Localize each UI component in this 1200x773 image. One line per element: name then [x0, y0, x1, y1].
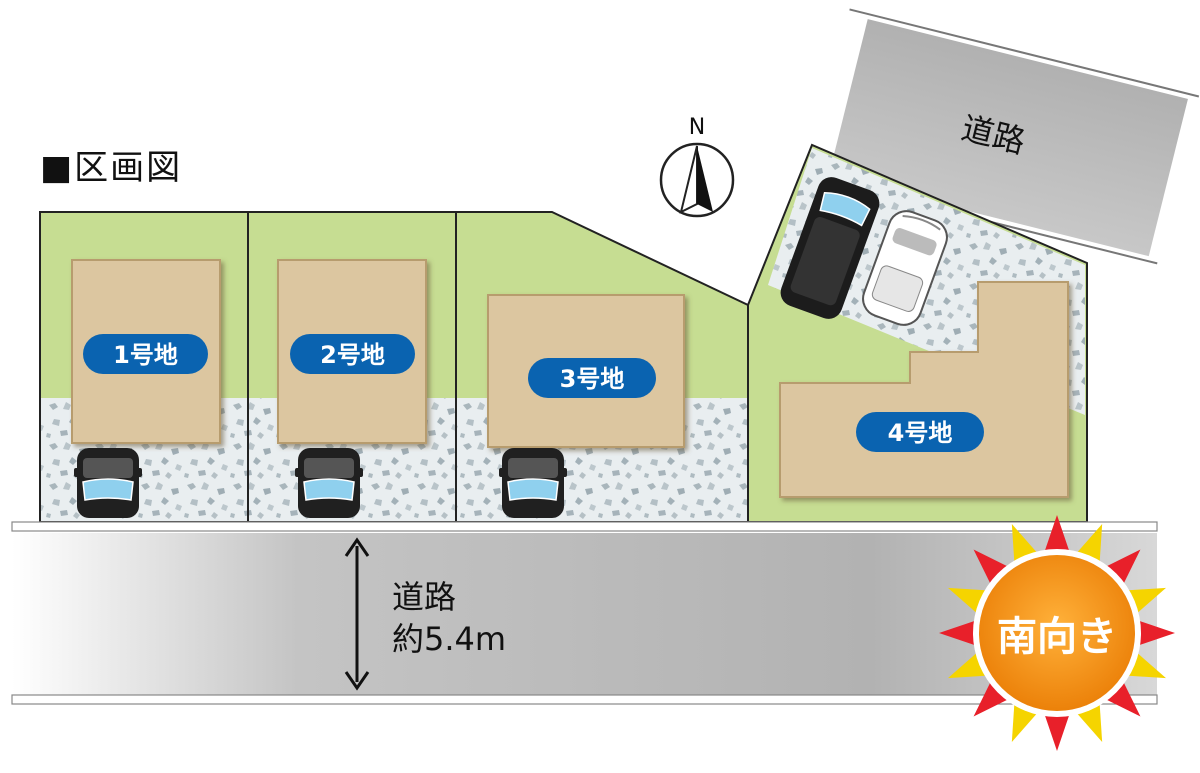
sun-badge-label: 南向き	[997, 614, 1117, 660]
sun-ray	[1043, 515, 1071, 555]
lot-2-badge: 2号地	[290, 334, 415, 374]
main-road-width: 約5.4m	[392, 620, 506, 658]
sun-ray	[1103, 549, 1141, 587]
car-icon	[499, 448, 567, 518]
main-road-label: 道路	[392, 578, 456, 616]
compass-label: N	[689, 115, 705, 140]
lot-3-label: 3号地	[560, 365, 625, 393]
car-icon	[780, 177, 880, 319]
lot-4-badge: 4号地	[856, 412, 984, 452]
sun-badge: 南向き	[939, 515, 1175, 751]
sun-ray	[1135, 619, 1175, 647]
lot-1-badge: 1号地	[83, 334, 208, 374]
lot-2-label: 2号地	[320, 341, 385, 369]
sun-ray	[1103, 679, 1141, 717]
diagram-title: ■区画図	[40, 148, 183, 188]
sun-ray	[973, 549, 1011, 587]
lot-4-label: 4号地	[888, 419, 953, 447]
sun-ray	[1043, 711, 1071, 751]
lot-1-label: 1号地	[113, 341, 178, 369]
north-compass: N	[659, 115, 735, 218]
car-icon	[295, 448, 363, 518]
sun-ray	[939, 619, 979, 647]
car-icon	[74, 448, 142, 518]
lot-3-badge: 3号地	[528, 358, 656, 398]
sun-ray	[973, 679, 1011, 717]
house-4	[779, 281, 1069, 498]
car-icon	[862, 210, 948, 326]
